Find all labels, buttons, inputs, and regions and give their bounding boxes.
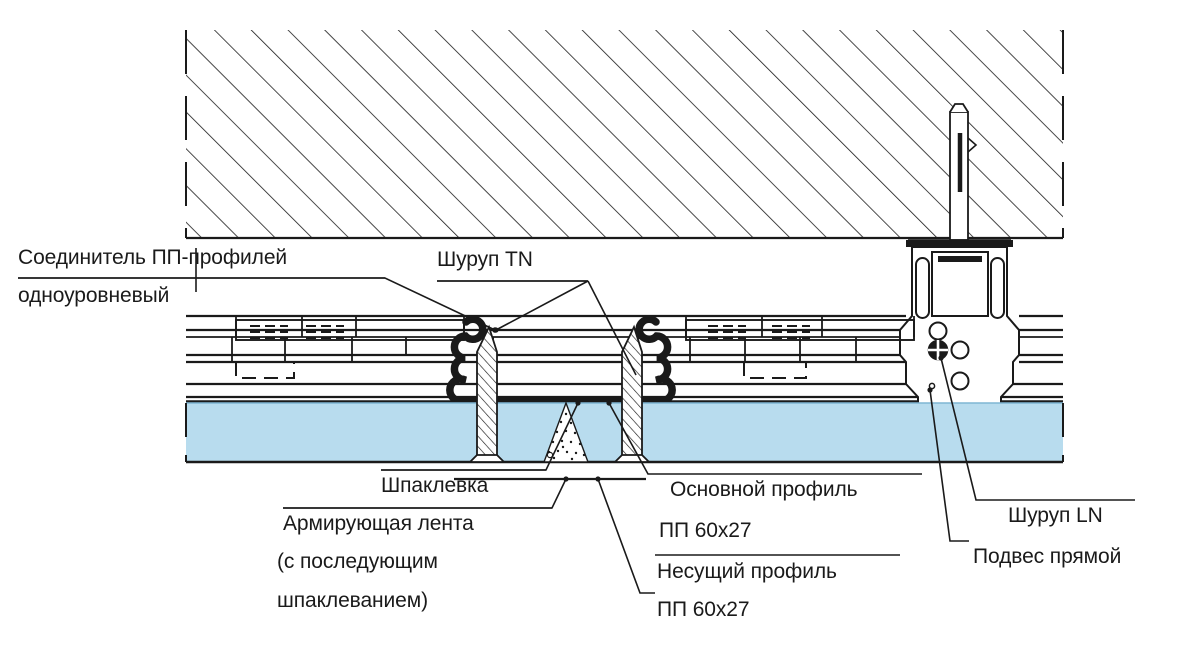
direct-hanger <box>899 239 1020 415</box>
putty-joint <box>542 400 590 463</box>
profile-knurled-edge-right <box>635 315 676 406</box>
label-connector-line2: одноуровневый <box>18 284 170 307</box>
screw-tn-left <box>467 324 507 463</box>
label-bearing-profile: Несущий профиль <box>657 560 837 583</box>
label-bearing-profile-size: ПП 60х27 <box>657 598 750 621</box>
label-reinforcing-tape-note-1: (с последующим <box>277 550 438 573</box>
label-reinforcing-tape-note-2: шпаклеванием) <box>277 589 428 612</box>
profile-knurled-edge-left <box>446 315 487 406</box>
label-reinforcing-tape: Армирующая лента <box>283 512 474 535</box>
label-main-profile-size: ПП 60х27 <box>659 519 752 542</box>
label-screw-tn: Шуруп TN <box>437 248 533 271</box>
label-main-profile: Основной профиль <box>670 478 858 501</box>
label-underlines <box>18 277 1135 556</box>
label-connector-line1: Соединитель ПП-профилей <box>18 246 288 269</box>
label-hanger: Подвес прямой <box>973 545 1122 568</box>
label-screw-ln: Шуруп LN <box>1008 504 1103 527</box>
screw-ln-head <box>927 339 949 361</box>
profile-perforations <box>231 316 915 385</box>
anchor-bolt <box>949 103 978 241</box>
concrete-slab <box>185 30 1064 240</box>
label-putty: Шпаклевка <box>381 474 489 497</box>
